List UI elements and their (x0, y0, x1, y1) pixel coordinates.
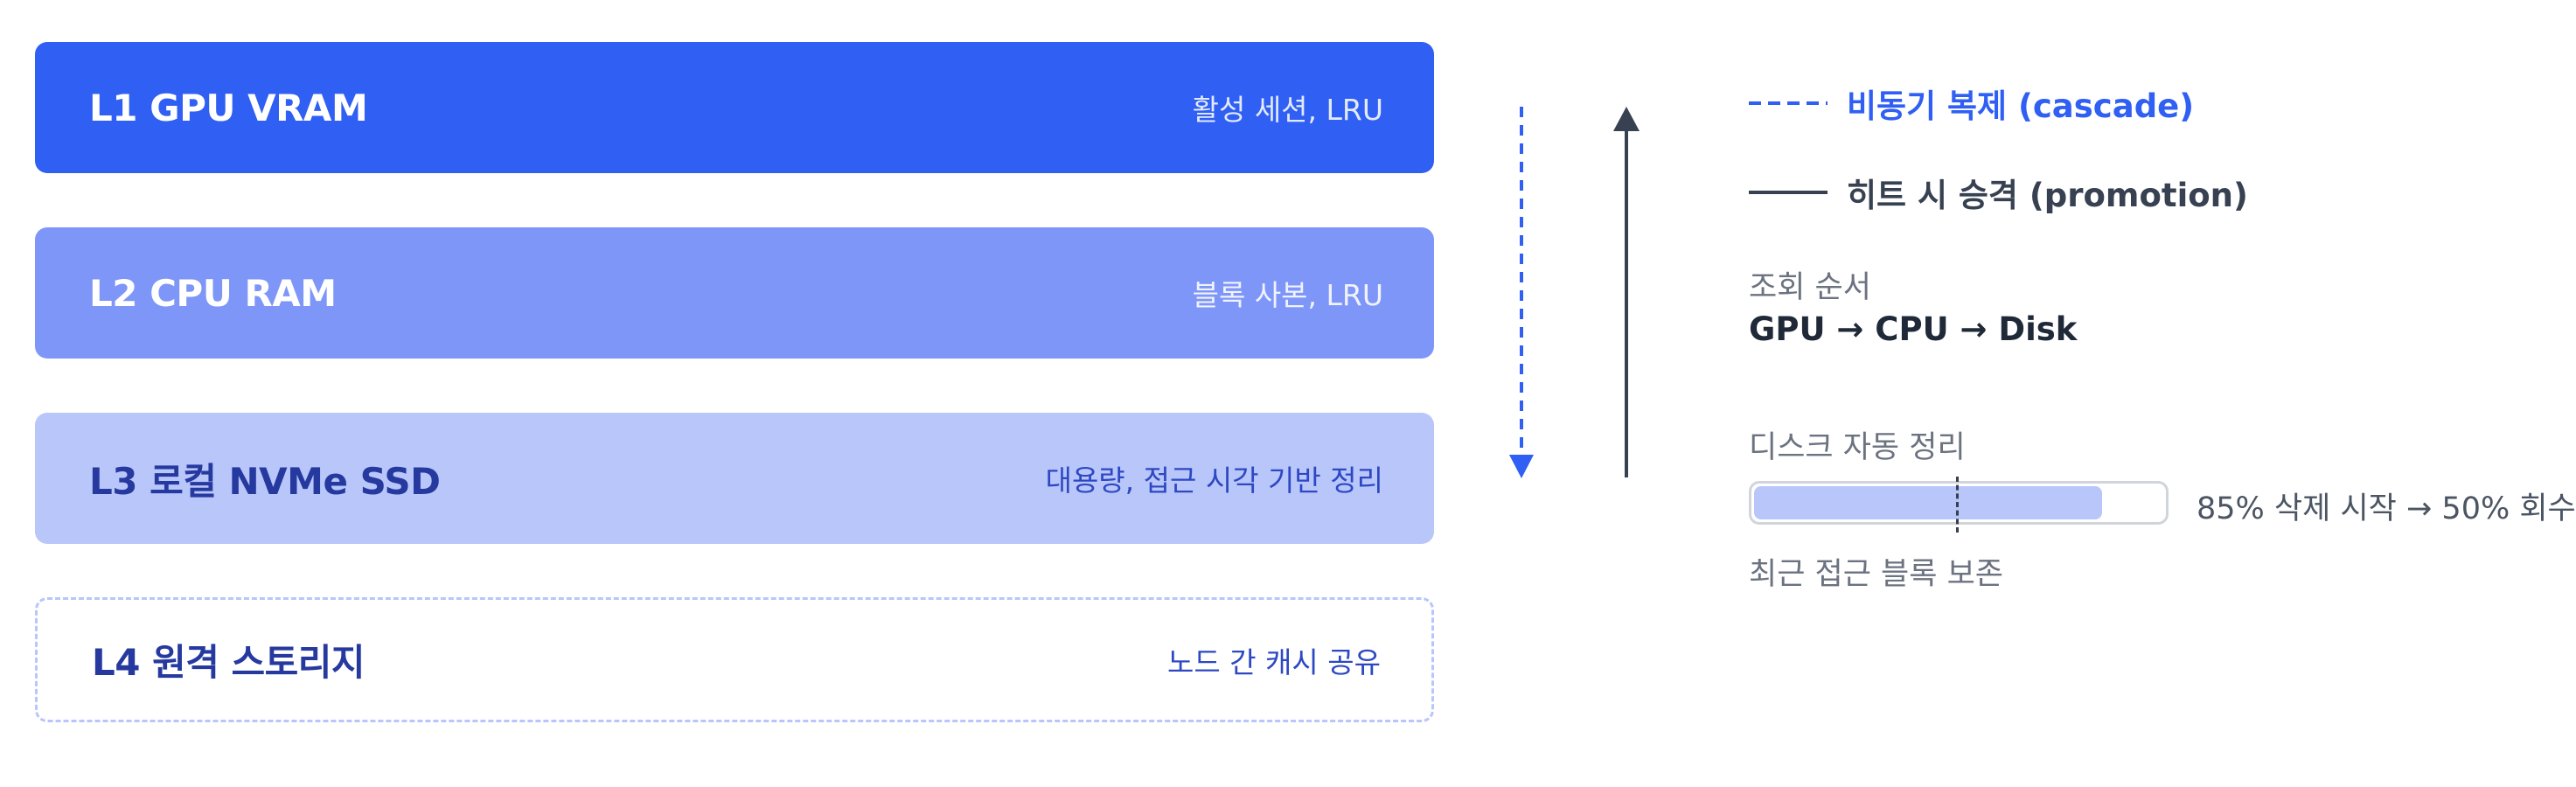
reclaim-threshold-marker (1956, 477, 1959, 533)
flow-arrows (1509, 107, 1640, 478)
solid-line-icon (1749, 191, 1828, 194)
tier-l2-cpu-ram: L2 CPU RAM 블록 사본, LRU (35, 227, 1434, 359)
tier-title: L4 원격 스토리지 (92, 641, 366, 684)
tier-description: 대용량, 접근 시각 기반 정리 (1045, 463, 1383, 498)
lookup-order-value: GPU → CPU → Disk (1749, 310, 2078, 348)
tier-description: 노드 간 캐시 공유 (1167, 644, 1381, 679)
tier-title: L1 GPU VRAM (89, 86, 368, 129)
legend-cascade-label: 비동기 복제 (cascade) (1847, 87, 2195, 125)
tier-title: L2 CPU RAM (89, 271, 337, 315)
dashed-line-icon (1749, 101, 1828, 105)
legend-cascade: 비동기 복제 (cascade) (1749, 77, 2194, 129)
tier-description: 블록 사본, LRU (1192, 278, 1383, 312)
cleanup-policy-note: 85% 삭제 시작 → 50% 회수 (2197, 491, 2576, 526)
disk-usage-bar (1749, 477, 2169, 533)
tier-l3-local-nvme-ssd: L3 로컬 NVMe SSD 대용량, 접근 시각 기반 정리 (35, 413, 1434, 544)
tier-description: 활성 세션, LRU (1192, 93, 1383, 127)
disk-usage-fill (1754, 486, 2102, 519)
retain-recent-note: 최근 접근 블록 보존 (1749, 557, 2003, 592)
legend-promotion: 히트 시 승격 (promotion) (1749, 166, 2248, 219)
disk-cleanup-label: 디스크 자동 정리 (1749, 430, 1966, 465)
promotion-arrow (1613, 107, 1640, 477)
tier-title: L3 로컬 NVMe SSD (89, 459, 441, 503)
tier-l4-remote-storage: L4 원격 스토리지 노드 간 캐시 공유 (35, 597, 1434, 722)
cascade-arrow (1509, 107, 1534, 478)
lookup-order-label: 조회 순서 (1749, 270, 1871, 305)
legend-promotion-label: 히트 시 승격 (promotion) (1847, 177, 2248, 214)
tier-l1-gpu-vram: L1 GPU VRAM 활성 세션, LRU (35, 42, 1434, 173)
